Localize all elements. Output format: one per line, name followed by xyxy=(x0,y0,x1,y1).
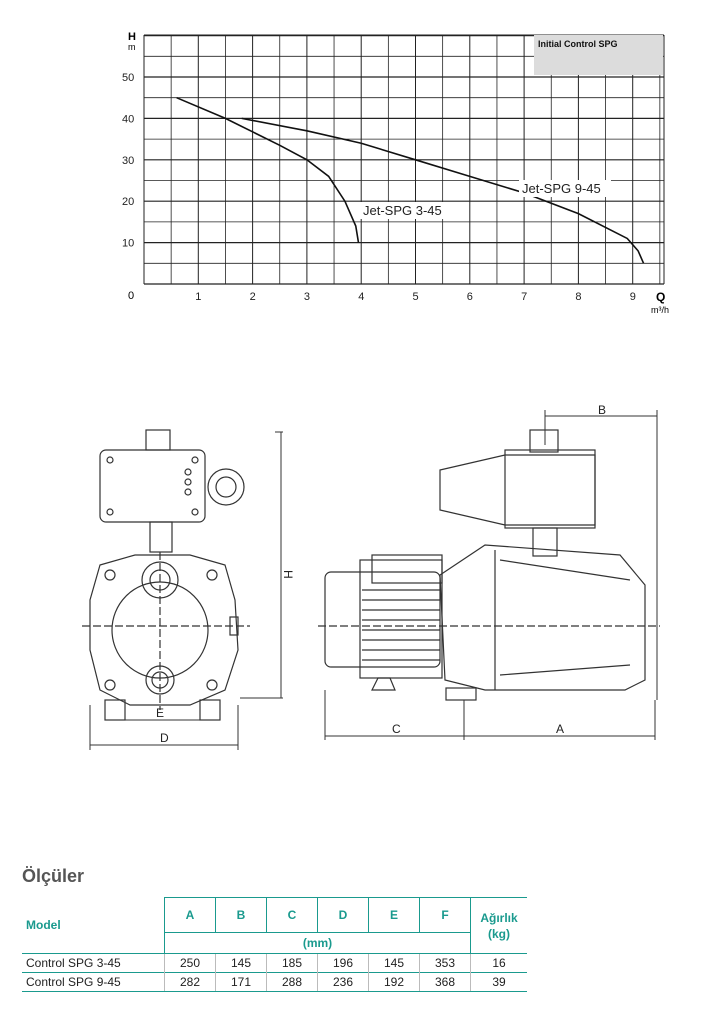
x-tick-label: 6 xyxy=(467,291,473,303)
performance-chart: Initial Control SPG H m Q m³/h 0 1 2 3 4 5 6 7… xyxy=(122,31,669,315)
col-header-a: A xyxy=(164,897,216,933)
cell-f: 353 xyxy=(419,953,471,973)
row-model: Control SPG 3-45 xyxy=(22,953,165,973)
tick-labels: 1 2 3 4 5 6 7 8 9 50 40 30 20 10 xyxy=(122,72,636,303)
unit-header: (mm) xyxy=(164,932,471,954)
col-header-e: E xyxy=(368,897,420,933)
y-tick-label: 50 xyxy=(122,72,134,84)
badge-box xyxy=(534,35,663,75)
x-tick-label: 8 xyxy=(575,291,581,303)
cell-a: 250 xyxy=(164,953,216,973)
dimension-labels: H E D B C A xyxy=(156,403,606,745)
x-tick-label: 4 xyxy=(358,291,364,303)
y-axis-label: H xyxy=(128,31,136,43)
x-tick-label: 7 xyxy=(521,291,527,303)
model-header: Model xyxy=(26,918,61,933)
x-axis-unit: m³/h xyxy=(651,305,669,315)
pressure-switch-box xyxy=(99,449,206,523)
y-tick-label: 20 xyxy=(122,196,134,208)
chart-grid xyxy=(143,34,665,285)
origin-label: 0 xyxy=(128,290,134,302)
badge-text: Initial Control SPG xyxy=(538,39,618,49)
cell-b: 145 xyxy=(215,953,267,973)
pressure-gauge xyxy=(207,468,245,506)
x-tick-label: 5 xyxy=(413,291,419,303)
dimensions-title: Ölçüler xyxy=(22,866,85,886)
dimension-drawing: H E D B C A xyxy=(82,403,660,750)
x-tick-label: 2 xyxy=(250,291,256,303)
side-pressure-switch xyxy=(439,454,596,526)
pump-housing xyxy=(439,544,646,691)
side-view-pump xyxy=(318,429,660,701)
col-header-f: F xyxy=(419,897,471,933)
cell-e: 192 xyxy=(368,972,420,992)
cell-weight: 39 xyxy=(470,972,527,992)
dimensions-table: Model A B C D E F Ağırlık (kg) (mm) Cont… xyxy=(22,897,527,992)
dim-label-c: C xyxy=(392,722,401,736)
dim-label-d: D xyxy=(160,731,169,745)
cell-c: 185 xyxy=(266,953,318,973)
table-row: Control SPG 3-45 250 145 185 196 145 353… xyxy=(22,953,527,973)
x-tick-label: 3 xyxy=(304,291,310,303)
y-tick-label: 40 xyxy=(122,113,134,125)
pump-body xyxy=(89,554,239,706)
x-tick-label: 9 xyxy=(630,291,636,303)
dim-label-h: H xyxy=(281,570,295,579)
col-header-b: B xyxy=(215,897,267,933)
table-row: Control SPG 9-45 282 171 288 236 192 368… xyxy=(22,972,527,992)
front-view-pump xyxy=(82,429,250,721)
series-line-1 xyxy=(176,96,360,243)
cell-f: 368 xyxy=(419,972,471,992)
dim-label-e: E xyxy=(156,706,164,720)
dimension-lines xyxy=(89,410,658,750)
col-header-d: D xyxy=(317,897,369,933)
weight-header-label: Ağırlık xyxy=(480,910,518,925)
series-label-jet-spg-9-45: Jet-SPG 9-45 xyxy=(522,181,601,196)
chart-badge: Initial Control SPG xyxy=(534,35,663,75)
cell-weight: 16 xyxy=(470,953,527,973)
dim-label-b: B xyxy=(598,403,606,417)
series-label-jet-spg-3-45: Jet-SPG 3-45 xyxy=(363,203,442,218)
row-model: Control SPG 9-45 xyxy=(22,972,165,992)
col-header-c: C xyxy=(266,897,318,933)
cell-d: 196 xyxy=(317,953,369,973)
y-tick-label: 10 xyxy=(122,238,134,250)
dim-label-a: A xyxy=(556,722,564,736)
series-label-group: Jet-SPG 3-45 Jet-SPG 9-45 xyxy=(360,180,611,219)
cell-e: 145 xyxy=(368,953,420,973)
cell-b: 171 xyxy=(215,972,267,992)
cell-c: 288 xyxy=(266,972,318,992)
y-axis-unit: m xyxy=(128,42,136,52)
x-tick-label: 1 xyxy=(195,291,201,303)
cell-a: 282 xyxy=(164,972,216,992)
y-tick-label: 30 xyxy=(122,155,134,167)
weight-header-unit: (kg) xyxy=(488,926,510,941)
x-axis-label: Q xyxy=(656,290,665,304)
cell-d: 236 xyxy=(317,972,369,992)
weight-header: Ağırlık (kg) xyxy=(470,897,527,954)
